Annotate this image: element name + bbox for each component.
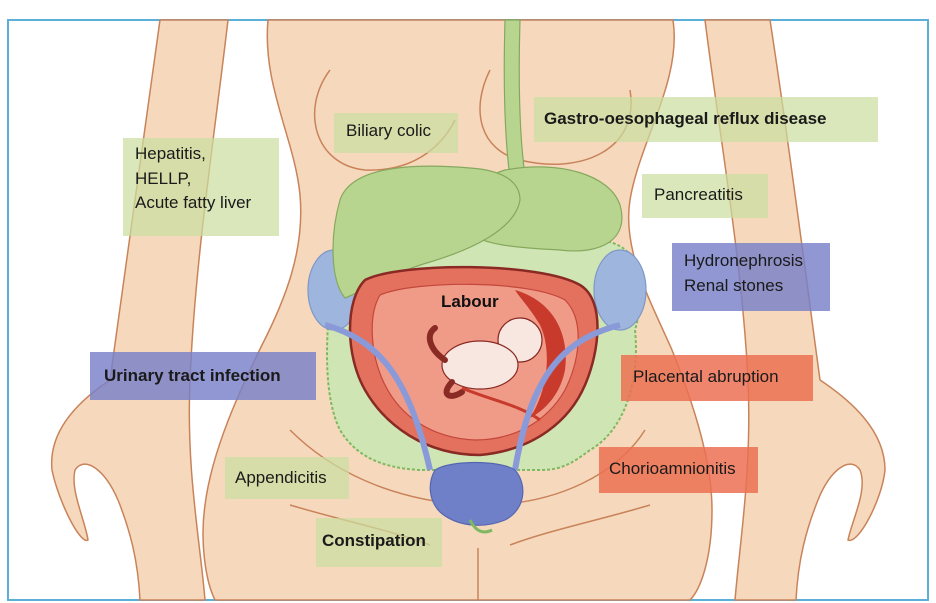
biliary-colic-text: Biliary colic (346, 119, 446, 144)
appendicitis-text: Appendicitis (235, 466, 339, 491)
label-labour: Labour (441, 292, 499, 312)
label-placental-abruption: Placental abruption (621, 355, 813, 401)
label-appendicitis: Appendicitis (225, 457, 349, 499)
constipation-text: Constipation (322, 529, 436, 554)
hepatitis-line-3: Acute fatty liver (135, 191, 267, 216)
placental-abruption-text: Placental abruption (633, 365, 801, 390)
hepatitis-line-2: HELLP, (135, 167, 267, 192)
label-chorioamnionitis: Chorioamnionitis (599, 447, 758, 493)
hydronephrosis-line-1: Hydronephrosis (684, 249, 818, 274)
chorioamnionitis-text: Chorioamnionitis (609, 457, 748, 482)
label-hepatitis: Hepatitis, HELLP, Acute fatty liver (123, 138, 279, 236)
hepatitis-line-1: Hepatitis, (135, 142, 267, 167)
labour-text: Labour (441, 292, 499, 311)
right-kidney (594, 250, 646, 330)
hydronephrosis-line-2: Renal stones (684, 274, 818, 299)
label-gord: Gastro-oesophageal reflux disease (534, 97, 878, 142)
pancreatitis-text: Pancreatitis (654, 183, 756, 208)
bladder (430, 463, 523, 526)
uti-text: Urinary tract infection (104, 364, 302, 389)
label-biliary-colic: Biliary colic (334, 113, 458, 153)
label-uti: Urinary tract infection (90, 352, 316, 400)
gord-text: Gastro-oesophageal reflux disease (544, 107, 868, 132)
label-hydronephrosis: Hydronephrosis Renal stones (672, 243, 830, 311)
label-constipation: Constipation (316, 518, 442, 567)
label-pancreatitis: Pancreatitis (642, 174, 768, 218)
